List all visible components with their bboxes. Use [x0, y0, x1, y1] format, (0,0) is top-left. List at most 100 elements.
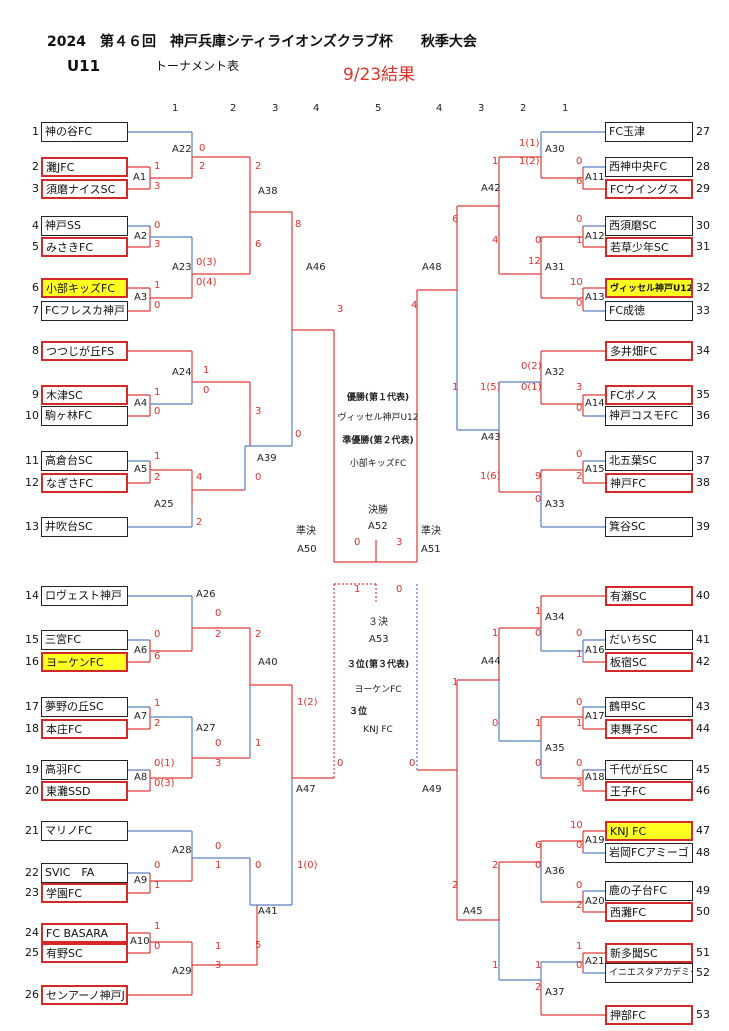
- team-box-right: FC玉津: [605, 122, 693, 142]
- score: 1: [154, 280, 161, 291]
- team-number: 9: [32, 388, 39, 401]
- team-number: 26: [25, 988, 39, 1001]
- team-number: 48: [696, 846, 710, 859]
- team-number: 27: [696, 125, 710, 138]
- score: 0(1): [154, 758, 175, 769]
- round-header: 1: [172, 103, 179, 114]
- match-id: A18: [585, 772, 605, 783]
- team-box-right: 北五葉SC: [605, 451, 693, 471]
- team-box-right: 多井畑FC: [605, 341, 693, 361]
- score: 1: [576, 649, 583, 660]
- round-header: 3: [478, 103, 485, 114]
- score: 0: [154, 300, 161, 311]
- score: 1(5): [480, 382, 501, 393]
- match-id: A45: [463, 906, 483, 917]
- team-number: 1: [32, 125, 39, 138]
- match-id: A8: [134, 772, 148, 783]
- team-number: 41: [696, 633, 710, 646]
- match-id: A11: [585, 172, 605, 183]
- team-number: 42: [696, 655, 710, 668]
- score: 0(2): [521, 361, 542, 372]
- team-number: 24: [25, 926, 39, 939]
- match-id: A30: [545, 144, 565, 155]
- team-number: 52: [696, 966, 710, 979]
- match-id: A15: [585, 464, 605, 475]
- team-number: 35: [696, 388, 710, 401]
- team-box-left: 高羽FC: [41, 760, 128, 780]
- score: 1: [452, 382, 459, 393]
- score: 0: [409, 758, 416, 769]
- match-id: A53: [369, 634, 389, 645]
- match-id: A5: [134, 464, 148, 475]
- team-number: 16: [25, 655, 39, 668]
- match-id: A32: [545, 367, 565, 378]
- score: 0: [295, 429, 302, 440]
- score: 2: [452, 880, 459, 891]
- match-id: A20: [585, 896, 605, 907]
- score: 2: [154, 472, 161, 483]
- score: 6: [452, 214, 459, 225]
- third-place-team-1: ヨーケンFC: [354, 685, 402, 695]
- match-id: A28: [172, 845, 192, 856]
- score: 2: [535, 982, 542, 993]
- score: 3: [154, 181, 161, 192]
- score: 1(2): [297, 697, 318, 708]
- match-id: A39: [257, 453, 277, 464]
- team-number: 10: [25, 409, 39, 422]
- third-place-match-label: ３決: [368, 617, 388, 628]
- match-id: A33: [545, 499, 565, 510]
- team-number: 45: [696, 763, 710, 776]
- team-number: 37: [696, 454, 710, 467]
- match-id: A36: [545, 866, 565, 877]
- team-box-left: FC BASARA: [41, 923, 128, 943]
- team-number: 51: [696, 946, 710, 959]
- team-number: 31: [696, 240, 710, 253]
- team-number: 33: [696, 304, 710, 317]
- match-id: A6: [134, 645, 148, 656]
- score: 3: [255, 406, 262, 417]
- match-id: A13: [585, 292, 605, 303]
- team-number: 2: [32, 160, 39, 173]
- score: 0: [492, 718, 499, 729]
- score: 8: [295, 219, 302, 230]
- score: 1: [576, 941, 583, 952]
- team-box-left: 有野SC: [41, 943, 128, 963]
- team-box-left: 三宮FC: [41, 630, 128, 650]
- match-id: A26: [196, 589, 216, 600]
- score: 0(3): [196, 257, 217, 268]
- score: 5: [255, 940, 262, 951]
- team-box-left: FCフレスカ神戸: [41, 301, 128, 321]
- score: 0: [576, 449, 583, 460]
- team-box-left: みさきFC: [41, 237, 128, 257]
- team-box-right: FCボノス: [605, 385, 693, 405]
- team-number: 46: [696, 784, 710, 797]
- team-number: 49: [696, 884, 710, 897]
- team-number: 14: [25, 589, 39, 602]
- team-box-right: 神戸コスモFC: [605, 406, 693, 426]
- match-id: A51: [421, 544, 441, 555]
- score: 0(1): [521, 382, 542, 393]
- score: 1: [154, 161, 161, 172]
- team-box-right: 西神中央FC: [605, 157, 693, 177]
- third-place-label: ３位(第３代表): [346, 660, 410, 670]
- score: 0: [255, 860, 262, 871]
- score: 4: [492, 235, 499, 246]
- score: 10: [570, 277, 583, 288]
- score: 0(3): [154, 778, 175, 789]
- score: 0: [576, 403, 583, 414]
- team-box-right: 新多聞SC: [605, 943, 693, 963]
- team-box-left: 本庄FC: [41, 719, 128, 739]
- team-box-right: FCウイングス: [605, 179, 693, 199]
- round-header: 3: [272, 103, 279, 114]
- score: 2: [196, 517, 203, 528]
- score: 1: [215, 941, 222, 952]
- team-box-left: 夢野の丘SC: [41, 697, 128, 717]
- round-header: 4: [313, 103, 320, 114]
- score: 1: [154, 921, 161, 932]
- match-id: A31: [545, 262, 565, 273]
- score: 0: [535, 494, 542, 505]
- score: 0: [154, 860, 161, 871]
- score: 0: [215, 841, 222, 852]
- score: 0: [203, 385, 210, 396]
- score: 1: [154, 698, 161, 709]
